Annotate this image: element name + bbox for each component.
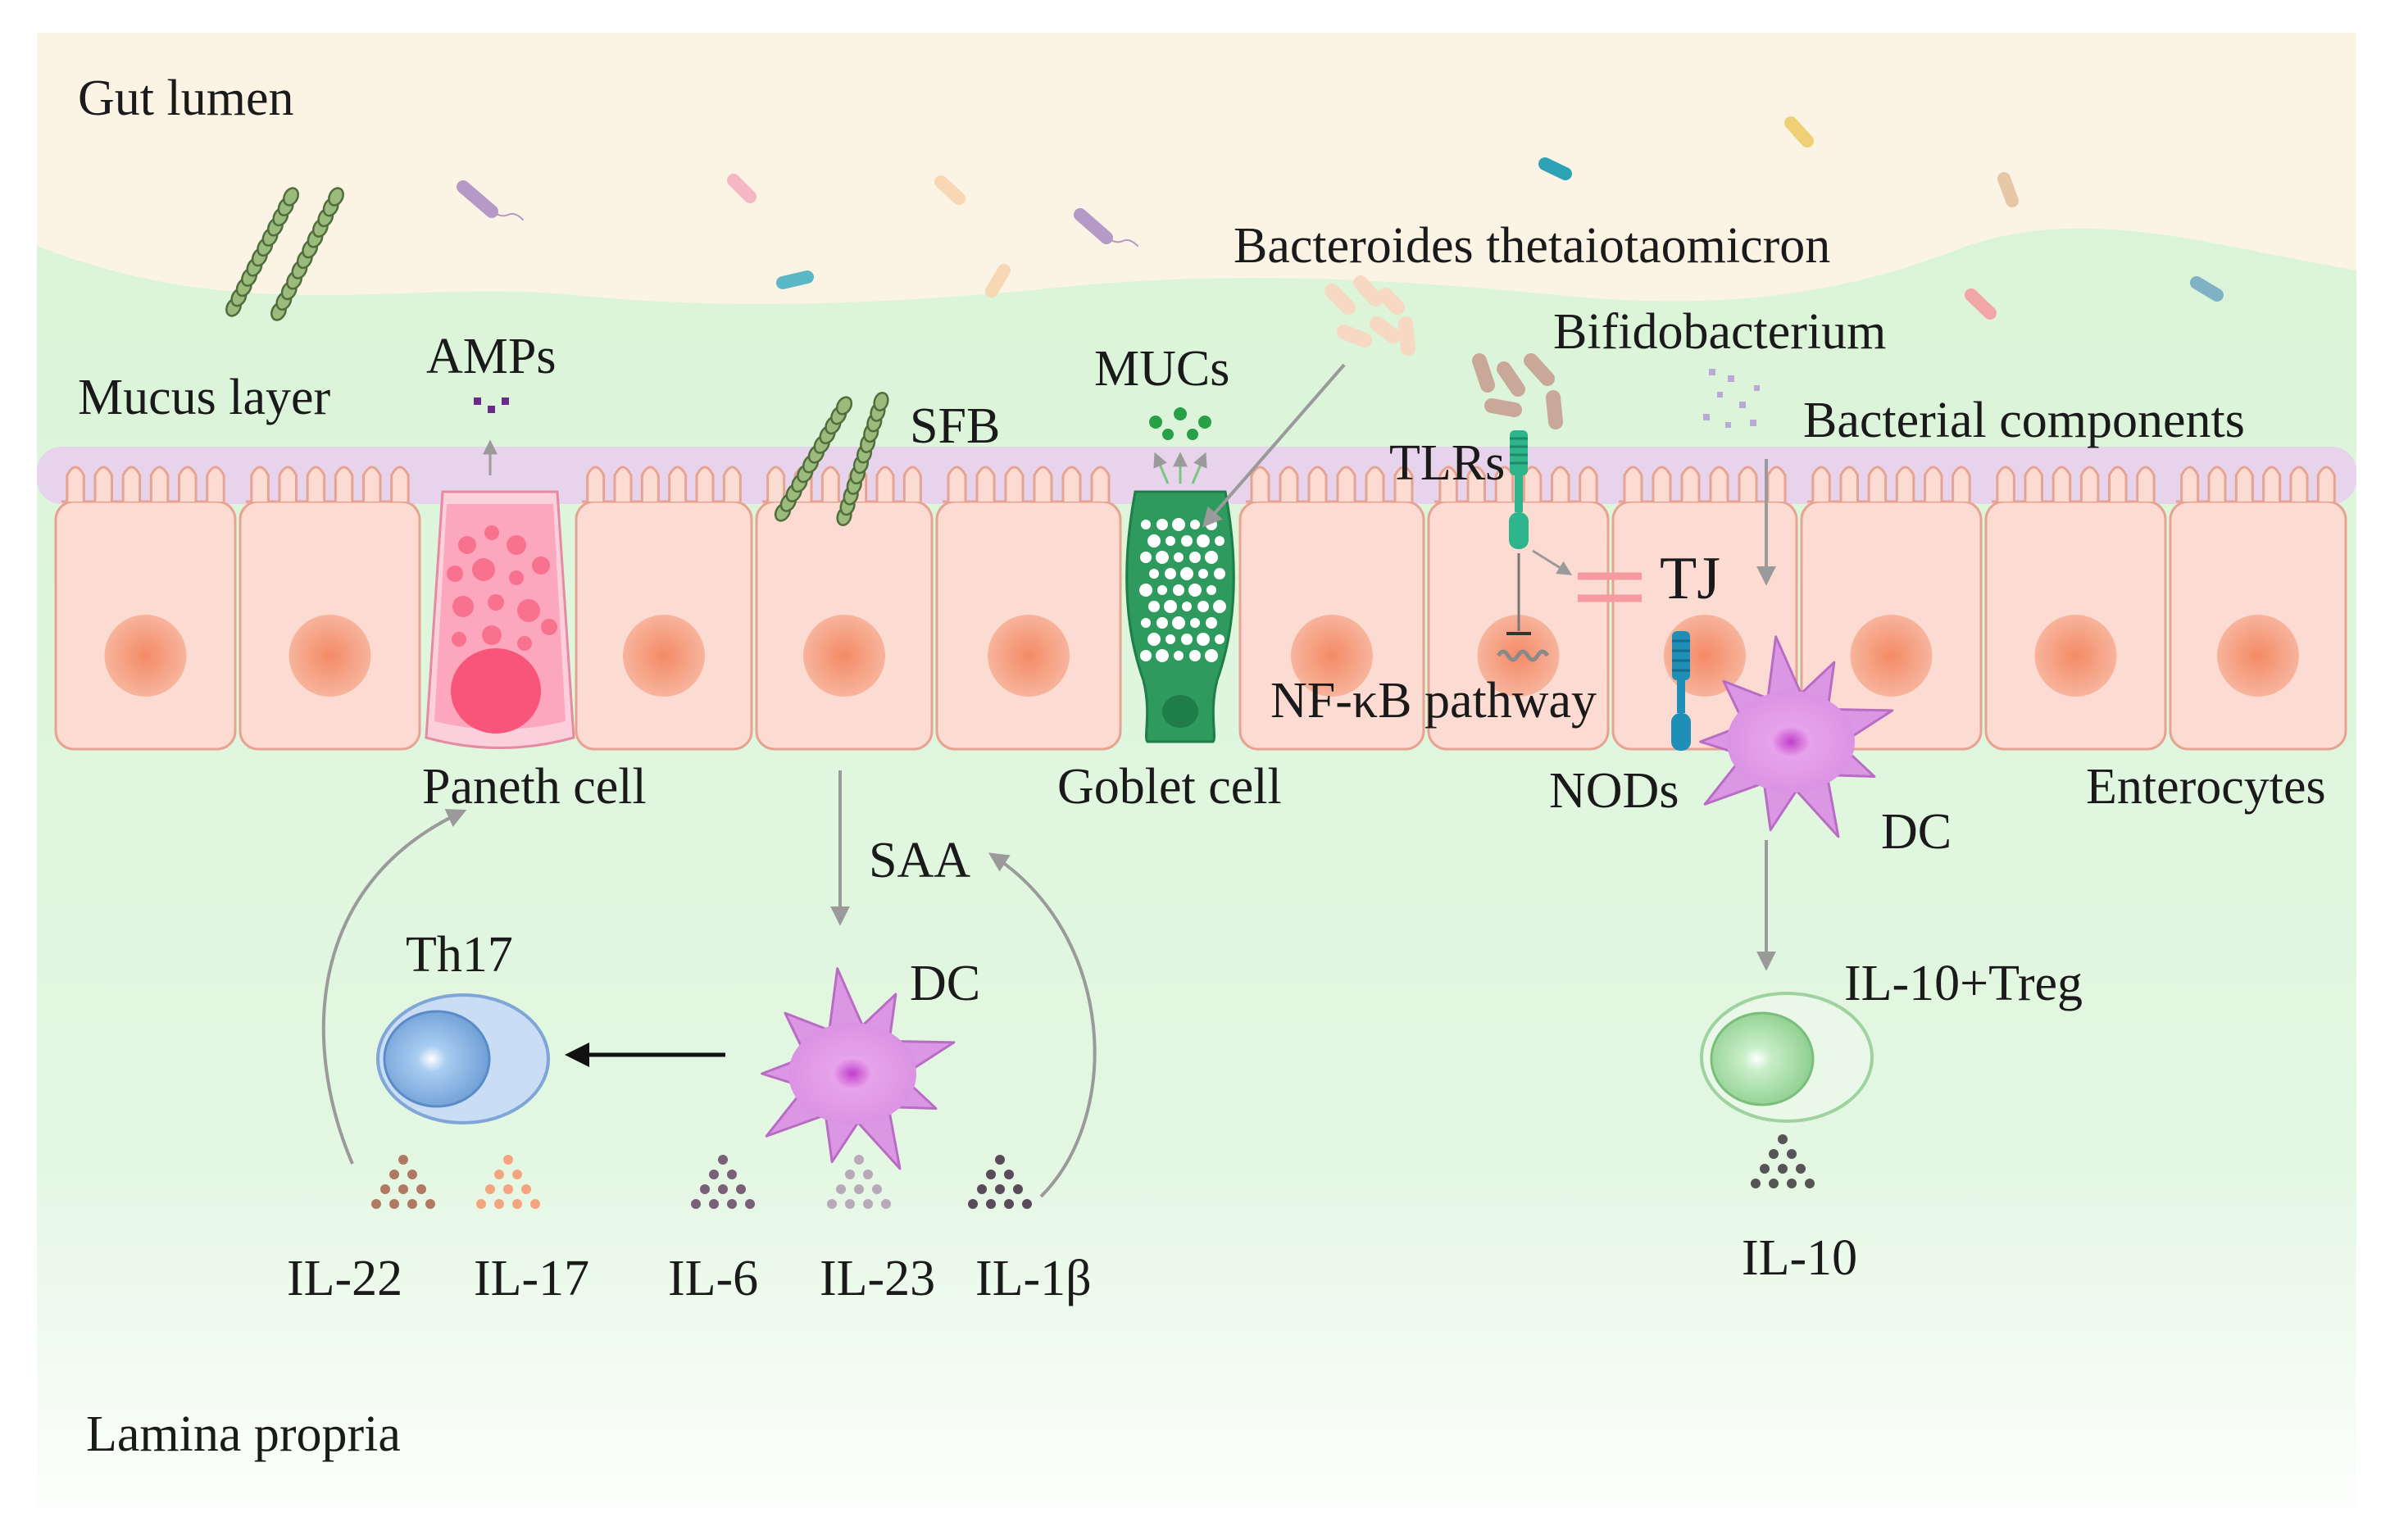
il23-label: IL-23	[820, 1251, 935, 1306]
mucus-layer-label: Mucus layer	[78, 370, 331, 425]
sfb-label: SFB	[910, 398, 1000, 454]
tight-junction	[1578, 572, 1642, 602]
epithelial-cell-row	[54, 466, 2347, 751]
il10-label: IL-10	[1742, 1230, 1857, 1286]
nfkb-label: NF-κB pathway	[1270, 673, 1597, 729]
enterocyte	[935, 466, 1122, 751]
bifidobacterium-cluster	[1472, 353, 1563, 429]
th17-cell	[376, 993, 550, 1124]
sfb-bacterium-mucus	[774, 391, 889, 527]
treg-label: IL-10+Treg	[1844, 956, 2083, 1011]
saa-label: SAA	[869, 833, 970, 888]
mucs-arrows	[1153, 452, 1207, 484]
mucs-secretion	[1149, 407, 1211, 440]
amps-secretion	[474, 397, 509, 475]
il17-label: IL-17	[474, 1251, 589, 1306]
arrow-il1b-to-saa	[988, 852, 1097, 1198]
cytokine-dots	[1751, 1134, 1815, 1188]
nod-receptor	[1671, 631, 1691, 751]
il22-label: IL-22	[287, 1251, 402, 1306]
il6-label: IL-6	[668, 1251, 758, 1306]
dendritic-cell-lamina	[761, 967, 956, 1170]
th17-label: Th17	[406, 927, 513, 983]
bacterial-components-label: Bacterial components	[1803, 393, 2245, 448]
enterocyte	[575, 466, 753, 751]
bacterial-components	[1703, 369, 1760, 428]
enterocyte	[54, 466, 237, 751]
cytokine-dots	[968, 1155, 1032, 1209]
paneth-cell-label: Paneth cell	[422, 759, 647, 815]
paneth-cell	[425, 490, 575, 749]
cytokine-dots	[371, 1155, 435, 1209]
bacteroides-label: Bacteroides thetaiotaomicron	[1234, 218, 1830, 274]
dc-right-label: DC	[1881, 804, 1952, 860]
tlr-receptor	[1496, 430, 1573, 662]
cytokine-dots	[827, 1155, 891, 1209]
cytokine-dots	[476, 1155, 540, 1209]
lamina-propria-label: Lamina propria	[86, 1406, 401, 1462]
cytokine-dots	[691, 1155, 755, 1209]
dc-left-label: DC	[910, 956, 980, 1011]
gut-lumen-label: Gut lumen	[78, 70, 293, 126]
enterocyte	[1800, 466, 1983, 751]
enterocyte	[2169, 466, 2347, 751]
arrow-il22-to-paneth	[321, 809, 467, 1165]
amps-label: AMPs	[426, 329, 557, 384]
enterocytes-label: Enterocytes	[2086, 759, 2326, 815]
goblet-cell-label: Goblet cell	[1057, 759, 1282, 815]
arrow-bacteroides-to-goblet	[1202, 363, 1346, 528]
sfb-bacterium-lumen	[225, 187, 344, 321]
enterocyte	[1984, 466, 2167, 751]
treg-cell	[1700, 992, 1874, 1123]
gut-lumen-background	[37, 33, 2356, 304]
tj-label: TJ	[1660, 545, 1720, 612]
enterocyte	[239, 466, 421, 751]
enterocyte	[1238, 466, 1425, 751]
bifidobacterium-label: Bifidobacterium	[1553, 304, 1886, 360]
bacteroides-cluster	[1324, 275, 1415, 356]
il1b-label: IL-1β	[975, 1251, 1092, 1306]
dendritic-cell-epithelium	[1699, 635, 1894, 838]
goblet-cell	[1125, 490, 1235, 743]
nods-label: NODs	[1549, 763, 1679, 819]
lumen-bacteria	[457, 116, 2224, 320]
tlrs-label: TLRs	[1389, 435, 1505, 491]
mucs-label: MUCs	[1094, 341, 1229, 397]
cytokine-dot-clusters	[371, 1134, 1815, 1209]
